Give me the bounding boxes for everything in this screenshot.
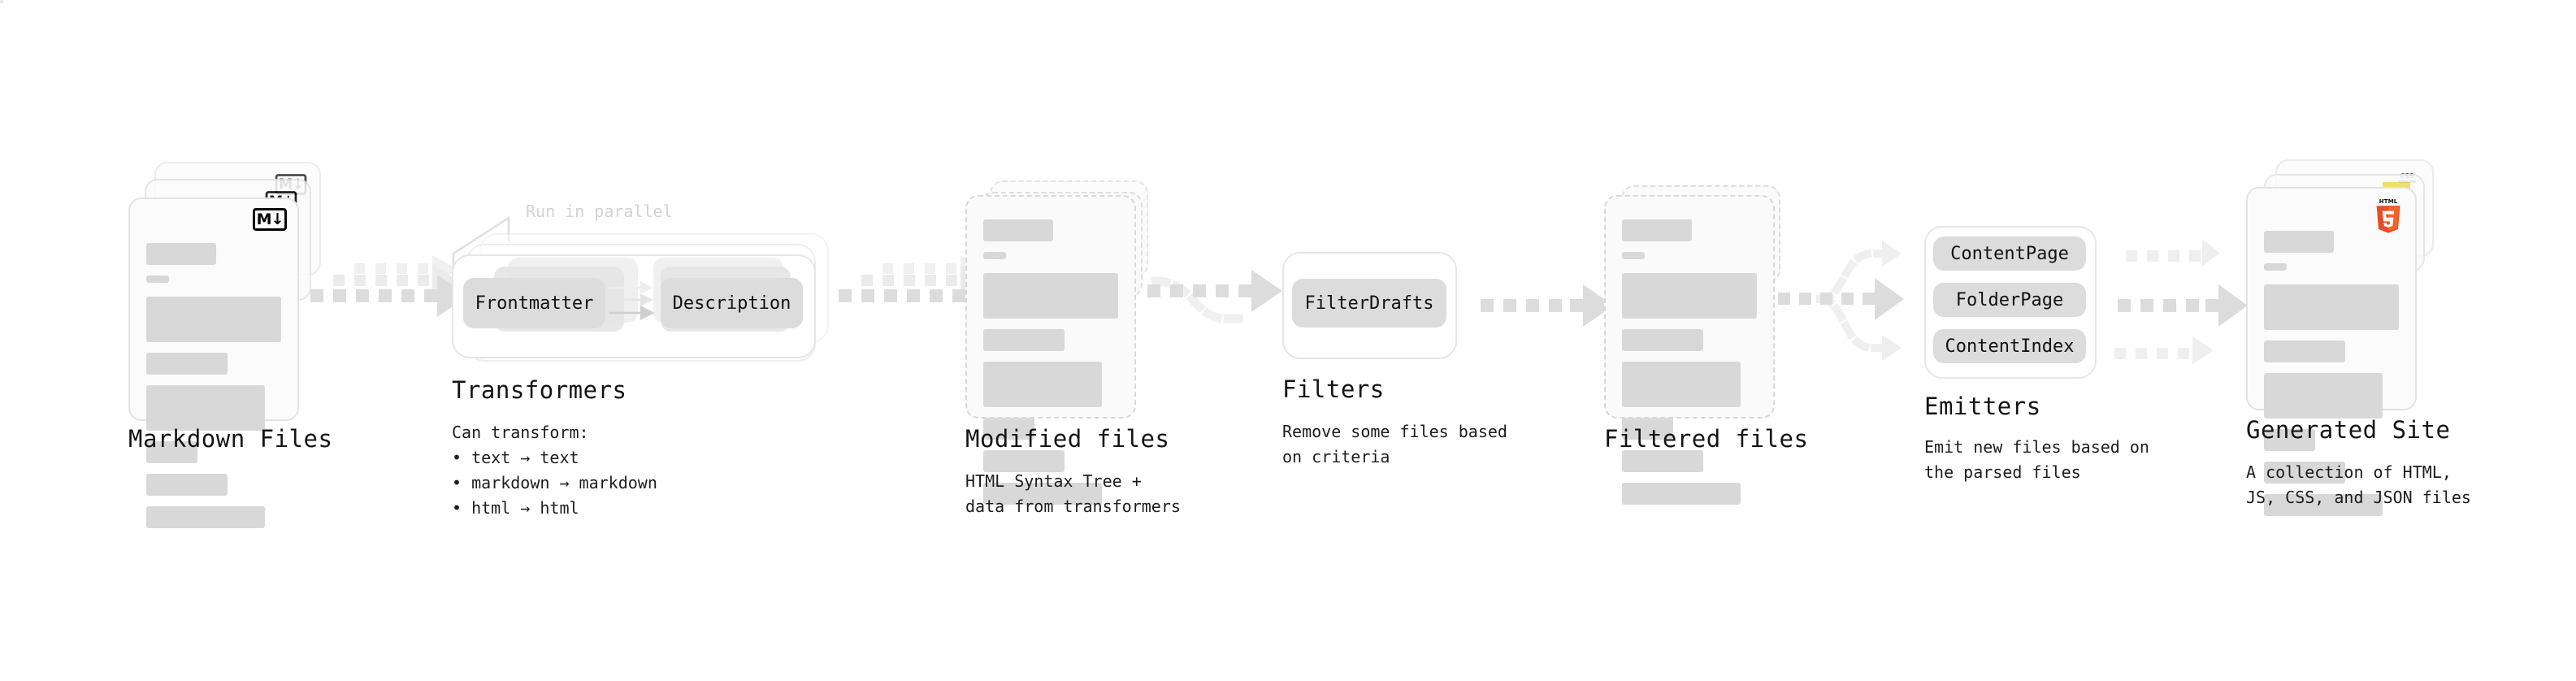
- connector-modified-to-filters: [1147, 270, 1282, 323]
- content-line: [983, 450, 1065, 472]
- content-line: [983, 362, 1103, 407]
- content-line: [1622, 418, 1674, 440]
- content-line: [146, 506, 266, 528]
- content-line: [146, 353, 228, 375]
- content-line: [146, 385, 266, 431]
- content-line: [1622, 450, 1703, 472]
- filters-caption: Filters Remove some files based on crite…: [1282, 375, 1550, 470]
- modified-file-content-lines: [983, 219, 1118, 515]
- markdown-file-card-front: M↓: [128, 197, 299, 528]
- content-line: [146, 243, 217, 265]
- content-line: [1622, 273, 1757, 319]
- content-line: [983, 418, 1035, 440]
- content-line: [2264, 462, 2345, 484]
- content-line: [983, 273, 1118, 319]
- stage-title: Transformers: [452, 376, 627, 404]
- filtered-file-card-front: [1604, 195, 1775, 505]
- content-line: [2264, 340, 2345, 362]
- emitters-caption: Emitters Emit new files based on the par…: [1924, 393, 2201, 485]
- stage-title: Generated Site: [2246, 416, 2451, 444]
- content-line: [1622, 329, 1703, 351]
- markdown-files-caption: Markdown Files: [128, 425, 397, 453]
- stage-subtitle: HTML Syntax Tree + data from transformer…: [965, 471, 1181, 516]
- stage-title: Modified files: [965, 425, 1170, 453]
- connector-emitters-to-site: [2114, 239, 2248, 364]
- connector-markdown-to-transformers: [310, 255, 468, 317]
- content-line: [2264, 231, 2335, 253]
- content-line: [983, 483, 1103, 505]
- transformer-pill-frontmatter[interactable]: Frontmatter: [463, 278, 605, 328]
- svg-text:HTML: HTML: [2379, 197, 2398, 205]
- content-line: [2264, 494, 2383, 516]
- content-line: [2264, 373, 2383, 419]
- stage-title: Markdown Files: [128, 425, 333, 453]
- emitter-pill-contentindex[interactable]: ContentIndex: [1933, 329, 2086, 363]
- emitter-pill-folderpage[interactable]: FolderPage: [1933, 283, 2086, 317]
- stage-subtitle: A collection of HTML, JS, CSS, and JSON …: [2246, 462, 2471, 507]
- stage-subtitle: Remove some files based on criteria: [1282, 422, 1507, 466]
- filter-pill-filterdrafts[interactable]: FilterDrafts: [1292, 279, 1446, 327]
- content-line: [1622, 362, 1741, 407]
- emitter-pill-contentpage[interactable]: ContentPage: [1933, 236, 2086, 271]
- html5-badge-icon: HTML: [2376, 197, 2400, 233]
- stage-title: Emitters: [1924, 393, 2041, 420]
- transformer-inner-arrows: [609, 280, 655, 321]
- connector-filters-to-filtered: [1481, 284, 1614, 327]
- markdown-file-content-lines: [146, 243, 281, 539]
- content-line: [146, 441, 198, 463]
- content-line: [2264, 284, 2399, 330]
- modified-file-card-front: [965, 195, 1136, 505]
- filtered-file-content-lines: [1622, 219, 1757, 515]
- content-line: [983, 329, 1065, 351]
- generated-site-caption: Generated Site A collection of HTML, JS,…: [2246, 416, 2539, 510]
- markdown-badge-icon: M↓: [253, 208, 287, 231]
- content-line: [983, 252, 1007, 259]
- generated-site-content-lines: [2264, 231, 2399, 527]
- stage-subtitle: Can transform: • text → text • markdown …: [452, 423, 657, 518]
- content-line: [2264, 263, 2288, 271]
- stage-title: Filters: [1282, 375, 1385, 403]
- content-line: [1622, 252, 1646, 259]
- transformer-pill-description[interactable]: Description: [661, 278, 803, 328]
- content-line: [983, 219, 1054, 241]
- run-in-parallel-label: Run in parallel: [526, 202, 673, 221]
- filtered-files-caption: Filtered files: [1604, 425, 1872, 453]
- content-line: [146, 297, 281, 342]
- content-line: [2264, 429, 2316, 451]
- content-line: [1622, 219, 1693, 241]
- content-line: [146, 474, 228, 496]
- stage-title: Filtered files: [1604, 425, 1809, 453]
- transformers-caption: Transformers Can transform: • text → tex…: [452, 376, 761, 521]
- content-line: [146, 275, 170, 283]
- stage-subtitle: Emit new files based on the parsed files: [1924, 437, 2149, 482]
- content-line: [1622, 483, 1741, 505]
- connector-filtered-to-emitters: [1778, 241, 1904, 361]
- transformer-box-mid: [0, 0, 3, 3]
- modified-files-caption: Modified files HTML Syntax Tree + data f…: [965, 425, 1242, 519]
- generated-site-card-html: HTML: [2246, 187, 2417, 516]
